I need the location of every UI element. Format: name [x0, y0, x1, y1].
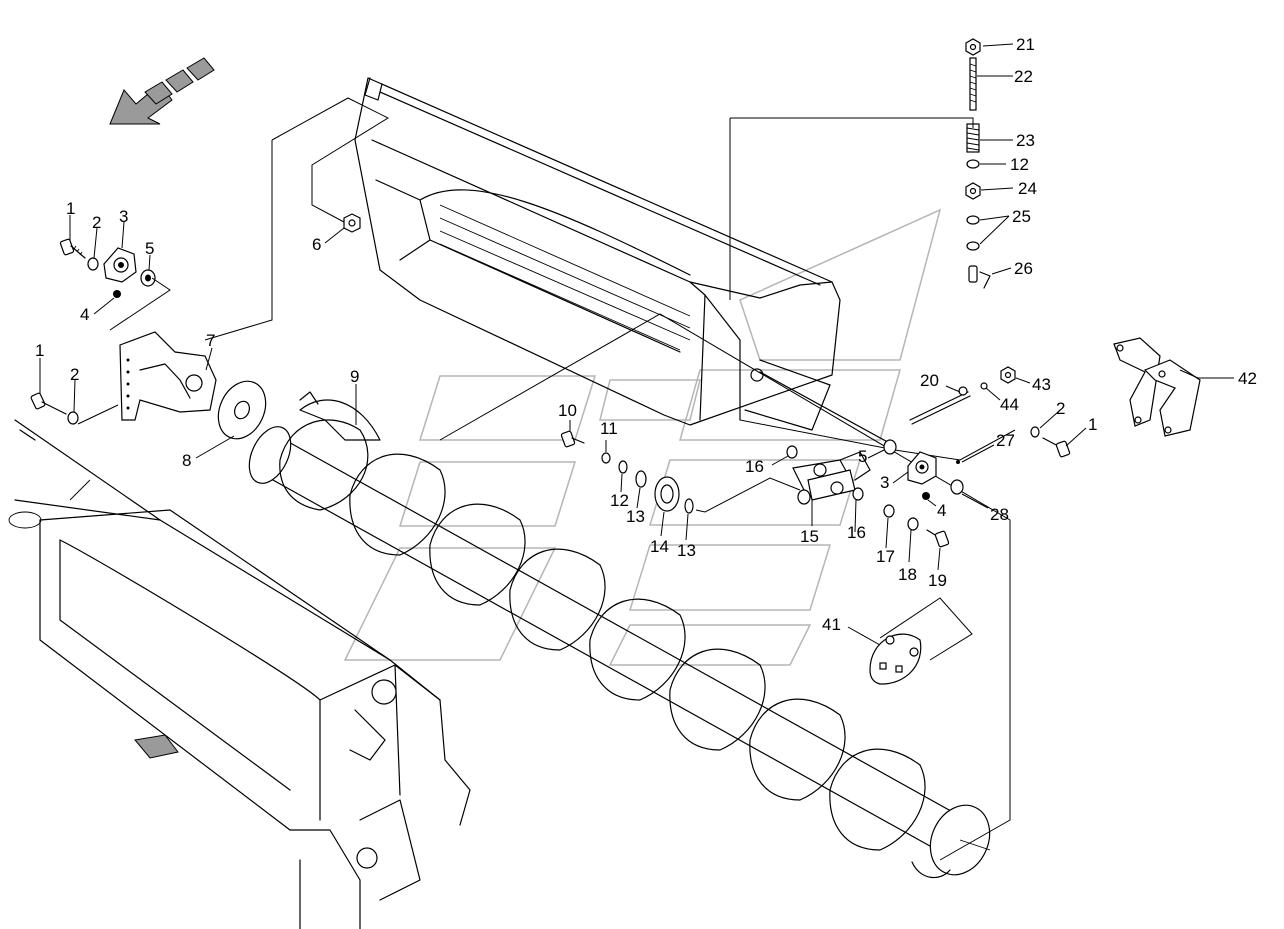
nut-21 — [965, 38, 981, 56]
washer-12 — [618, 460, 628, 474]
reference-frame-stack — [729, 117, 974, 300]
callout-labels: 1 2 3 5 4 6 7 1 2 8 9 10 11 12 13 14 13 … — [35, 35, 1257, 646]
callout-3-right: 3 — [880, 473, 889, 492]
bearing-14 — [654, 476, 680, 512]
washer-25-top — [966, 215, 980, 225]
callout-4-right: 4 — [937, 501, 946, 520]
nut-24 — [965, 182, 981, 200]
callout-8: 8 — [182, 451, 191, 470]
callout-16-top: 16 — [745, 457, 764, 476]
collar-5-top — [140, 269, 156, 287]
plate-arm — [839, 451, 871, 481]
seal-13-right — [684, 498, 694, 514]
callout-41: 41 — [822, 615, 841, 634]
rod-22 — [969, 57, 977, 111]
bracket-42 — [1113, 337, 1201, 437]
callout-27: 27 — [996, 431, 1015, 450]
callout-7: 7 — [206, 331, 215, 350]
reference-frame-left — [204, 97, 390, 341]
callout-43: 43 — [1032, 375, 1051, 394]
leader-frame-top — [109, 277, 171, 331]
cover-41 — [869, 597, 973, 685]
pin-16-bottom — [852, 487, 864, 501]
callout-2-right: 2 — [1056, 399, 1065, 418]
washer-2-top — [87, 257, 99, 271]
washer-2-right — [1030, 426, 1040, 438]
washer-25-bottom — [966, 241, 980, 251]
nut-4-right — [922, 492, 930, 500]
header-frame-lower — [8, 419, 471, 929]
bolt-1-right — [1042, 437, 1071, 458]
spring-23 — [966, 123, 980, 153]
nut-6 — [343, 213, 361, 233]
seal-13-left — [635, 470, 647, 488]
washer-11 — [601, 452, 611, 464]
callout-20: 20 — [920, 371, 939, 390]
washer-17 — [883, 504, 895, 518]
bolt-1-top — [59, 238, 86, 259]
callout-4-top: 4 — [80, 305, 89, 324]
callout-13-right: 13 — [677, 541, 696, 560]
callout-25: 25 — [1012, 207, 1031, 226]
callout-22: 22 — [1014, 67, 1033, 86]
reference-frame-auger — [439, 313, 1011, 861]
callout-24: 24 — [1018, 179, 1037, 198]
pin-16-top — [786, 445, 798, 459]
leader-frame-14 — [695, 477, 801, 513]
leader-frame-left-bolt — [77, 404, 119, 425]
collar-5-right — [883, 439, 897, 455]
watermark-logo — [343, 208, 942, 666]
callout-26: 26 — [1014, 259, 1033, 278]
callout-1-left: 1 — [35, 341, 44, 360]
callout-2-left: 2 — [70, 365, 79, 384]
callout-44: 44 — [1000, 395, 1019, 414]
arm-15 — [792, 459, 856, 505]
direction-arrow-icon — [109, 57, 215, 125]
nut-4-top — [113, 290, 121, 298]
callout-16-bottom: 16 — [847, 523, 866, 542]
spacer-28 — [950, 479, 964, 495]
shaft-line — [759, 371, 896, 447]
callout-14: 14 — [650, 537, 669, 556]
bearing-flange-3-right — [907, 451, 937, 485]
side-plate-7 — [119, 331, 217, 421]
callout-6: 6 — [312, 235, 321, 254]
callout-1-top: 1 — [66, 199, 75, 218]
callout-10: 10 — [558, 401, 577, 420]
callout-1-right: 1 — [1088, 415, 1097, 434]
washer-plate-8 — [217, 380, 267, 440]
bearing-flange-3-top — [103, 247, 137, 283]
callout-23: 23 — [1016, 131, 1035, 150]
callout-13-left: 13 — [626, 507, 645, 526]
washer-12-stack — [966, 159, 980, 169]
reference-frame-right — [739, 365, 1016, 461]
callout-15: 15 — [800, 527, 819, 546]
callout-3-top: 3 — [119, 207, 128, 226]
callout-11: 11 — [600, 419, 618, 438]
callout-17: 17 — [876, 547, 895, 566]
bolt-10 — [560, 430, 585, 448]
callout-9: 9 — [350, 367, 359, 386]
washer-2-left — [67, 411, 79, 425]
grease-nipple-27 — [956, 460, 960, 464]
washer-44 — [980, 382, 988, 390]
callout-19: 19 — [928, 571, 947, 590]
callout-2-top: 2 — [92, 213, 101, 232]
callout-42: 42 — [1238, 369, 1257, 388]
callout-18: 18 — [898, 565, 917, 584]
nut-43 — [1000, 366, 1016, 384]
callout-5-top: 5 — [145, 239, 154, 258]
bolt-1-left — [30, 392, 67, 415]
callout-28: 28 — [990, 505, 1009, 524]
callout-5-right: 5 — [858, 447, 867, 466]
callout-12-stack: 12 — [1010, 155, 1029, 174]
bolt-19 — [926, 529, 950, 548]
pin-26 — [968, 265, 991, 289]
callout-21: 21 — [1016, 35, 1035, 54]
washer-18 — [907, 517, 919, 531]
callout-12-mid: 12 — [610, 491, 629, 510]
lever-20 — [909, 386, 971, 425]
